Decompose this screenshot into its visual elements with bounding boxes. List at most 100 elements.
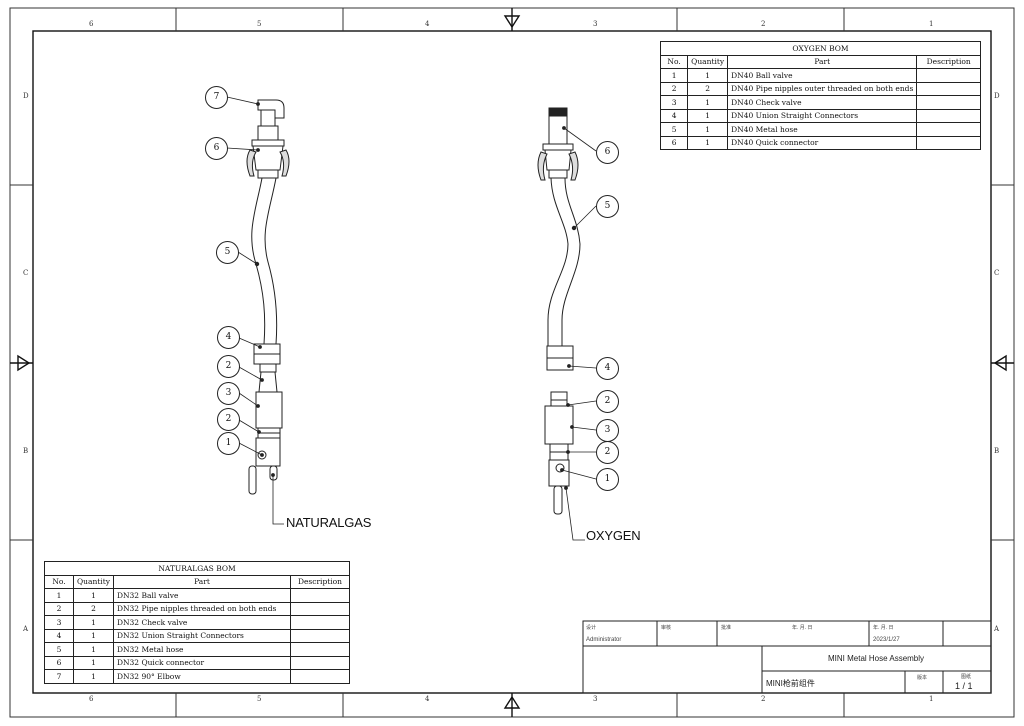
bom-header-part: Part xyxy=(112,574,292,589)
ng-quick-connector xyxy=(257,125,279,141)
bom-desc xyxy=(290,601,350,616)
bom-header-no: No. xyxy=(44,574,74,589)
bom-header-desc: Description xyxy=(290,574,350,589)
ox-balloon-2b: 2 xyxy=(596,441,619,464)
bom-qty: 1 xyxy=(73,615,114,630)
bom-qty: 2 xyxy=(687,81,729,96)
bom-part: DN32 Union Straight Connectors xyxy=(112,628,292,643)
bom-desc xyxy=(290,588,350,603)
bom-desc xyxy=(916,135,981,150)
bom-qty: 1 xyxy=(73,669,114,684)
bom-part: DN40 Quick connector xyxy=(727,135,918,150)
zone-right-C: C xyxy=(994,269,1000,277)
bom-header-no: No. xyxy=(659,54,689,69)
zone-left-A: A xyxy=(23,625,29,633)
bom-no: 5 xyxy=(659,122,689,137)
bom-no: 4 xyxy=(659,108,689,123)
ox-quick-connector xyxy=(548,115,568,145)
title-chinese: MINI枪前组件 xyxy=(766,679,815,688)
ng-balloon-7: 7 xyxy=(205,86,228,109)
bom-qty: 1 xyxy=(73,588,114,603)
bom-qty: 1 xyxy=(73,655,114,670)
natural-gas-assembly xyxy=(246,99,290,495)
sheet-number: 1 / 1 xyxy=(955,681,973,691)
ox-balloon-1: 1 xyxy=(596,468,619,491)
zone-bottom-1: 1 xyxy=(929,695,934,703)
bom-part: DN32 Ball valve xyxy=(112,588,292,603)
title-block-lines xyxy=(582,620,992,694)
zone-bottom-3: 3 xyxy=(593,695,598,703)
bom-part: DN40 Check valve xyxy=(727,95,918,110)
bom-qty: 1 xyxy=(73,628,114,643)
oxygen-bom-table: OXYGEN BOM No. Quantity Part Description… xyxy=(659,41,981,150)
bom-no: 7 xyxy=(44,669,74,684)
zone-top-1: 1 xyxy=(929,20,934,28)
zone-right-D: D xyxy=(994,92,1000,100)
bom-no: 6 xyxy=(659,135,689,150)
bom-desc xyxy=(290,615,350,630)
bom-part: DN32 90° Elbow xyxy=(112,669,292,684)
naturalgas-bom-title: NATURALGAS BOM xyxy=(44,561,350,576)
bom-no: 5 xyxy=(44,642,74,657)
ng-balloon-3: 3 xyxy=(217,382,240,405)
zone-left-C: C xyxy=(23,269,29,277)
approve-label: 批准 xyxy=(721,625,732,631)
oxygen-assembly xyxy=(537,107,581,515)
drawing-date: 2023/1/27 xyxy=(873,637,900,643)
oxygen-label: OXYGEN xyxy=(586,528,641,543)
bom-part: DN40 Ball valve xyxy=(727,68,918,83)
zone-right-A: A xyxy=(994,625,1000,633)
bom-no: 6 xyxy=(44,655,74,670)
ox-balloon-3: 3 xyxy=(596,419,619,442)
bom-qty: 1 xyxy=(73,642,114,657)
ng-balloon-1: 1 xyxy=(217,432,240,455)
ox-metal-hose xyxy=(547,177,581,347)
bom-no: 2 xyxy=(659,81,689,96)
ox-balloon-5: 5 xyxy=(596,195,619,218)
version-label: 版本 xyxy=(917,675,928,681)
bom-qty: 2 xyxy=(73,601,114,616)
zone-bottom-5: 5 xyxy=(257,695,262,703)
bom-qty: 1 xyxy=(687,135,729,150)
bom-desc xyxy=(916,122,981,137)
bom-part: DN40 Union Straight Connectors xyxy=(727,108,918,123)
ng-balloon-2a: 2 xyxy=(217,355,240,378)
bom-desc xyxy=(916,81,981,96)
designer-name: Administrator xyxy=(586,637,622,643)
natural-gas-label: NATURALGAS xyxy=(286,515,372,530)
bom-part: DN40 Metal hose xyxy=(727,122,918,137)
oxygen-bom-title: OXYGEN BOM xyxy=(660,41,981,56)
bom-part: DN32 Metal hose xyxy=(112,642,292,657)
centring-marks xyxy=(10,8,1014,717)
ox-balloon-6: 6 xyxy=(596,141,619,164)
ng-balloon-5: 5 xyxy=(216,241,239,264)
zone-top-5: 5 xyxy=(257,20,262,28)
bom-desc xyxy=(916,95,981,110)
zone-bottom-2: 2 xyxy=(761,695,766,703)
bom-qty: 1 xyxy=(687,68,729,83)
bom-desc xyxy=(916,108,981,123)
bom-header-desc: Description xyxy=(916,54,981,69)
bom-desc xyxy=(916,68,981,83)
bom-no: 2 xyxy=(44,601,74,616)
zone-left-B: B xyxy=(23,447,29,455)
zone-top-6: 6 xyxy=(89,20,94,28)
bom-desc xyxy=(290,628,350,643)
ox-balloon-4: 4 xyxy=(596,357,619,380)
date-label-2: 年. 月. 日 xyxy=(873,625,894,631)
zone-top-4: 4 xyxy=(425,20,430,28)
bom-part: DN32 Check valve xyxy=(112,615,292,630)
bom-no: 4 xyxy=(44,628,74,643)
bom-qty: 1 xyxy=(687,95,729,110)
designer-label: 设计 xyxy=(586,625,597,631)
zone-bottom-6: 6 xyxy=(89,695,94,703)
